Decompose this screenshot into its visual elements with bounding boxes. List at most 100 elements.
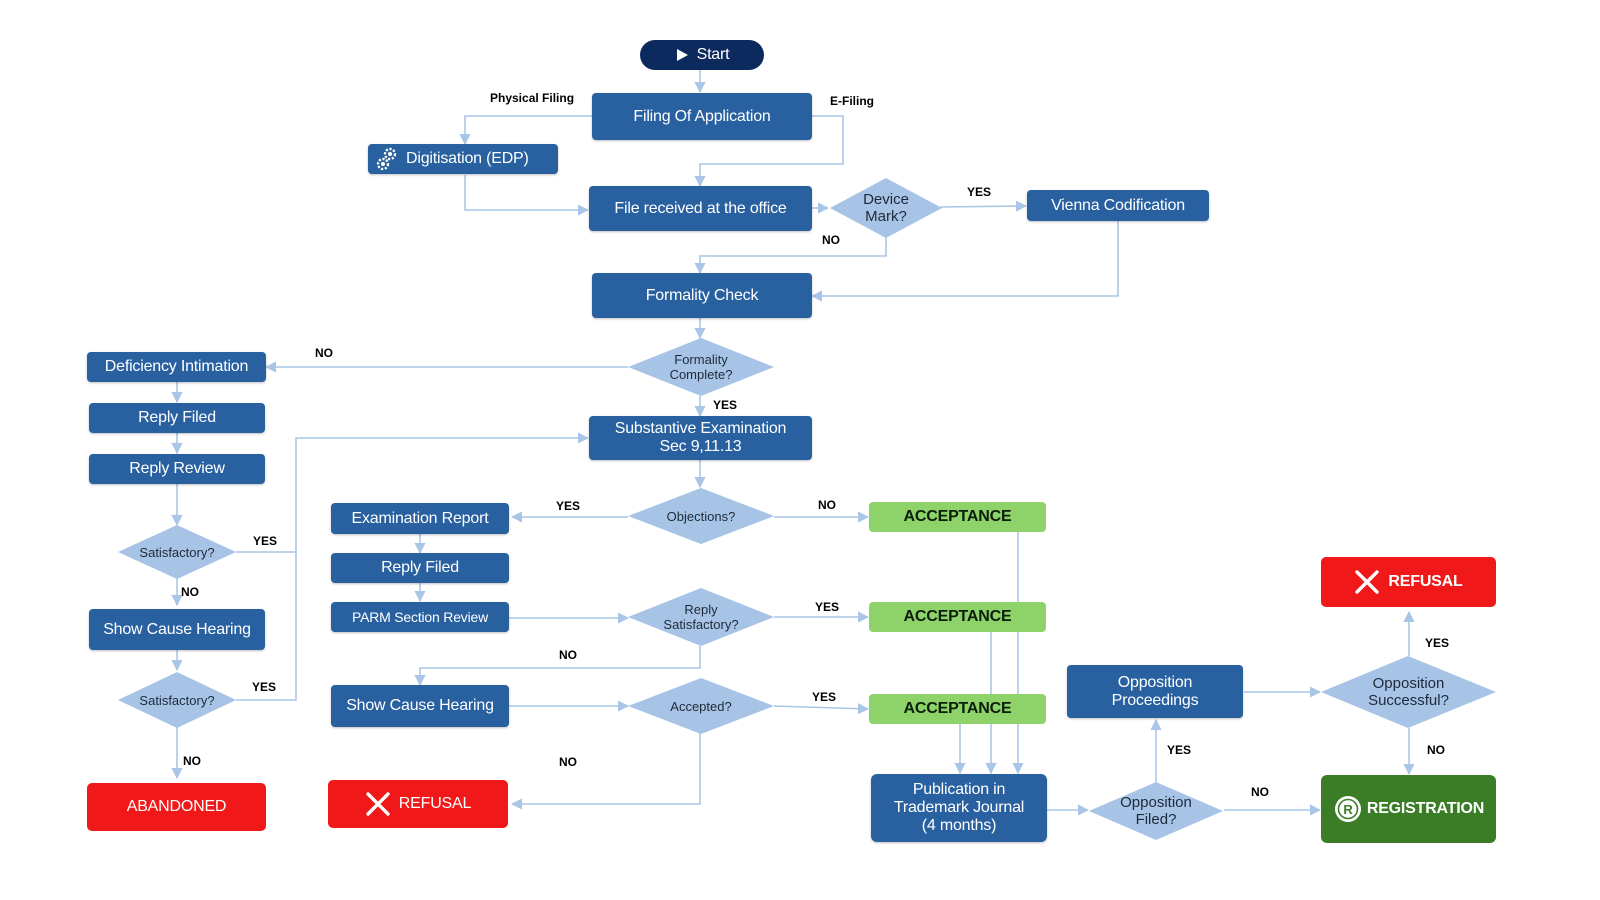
refusal-right-node[interactable]: REFUSAL (1321, 557, 1496, 607)
e-filing-label: E-Filing (830, 94, 874, 108)
objections-no-label: NO (818, 498, 836, 512)
opposition-filed-decision[interactable]: Opposition Filed? (1089, 782, 1223, 840)
edge-device-formality (694, 235, 887, 275)
reply-filed-mid-label: Reply Filed (381, 559, 459, 576)
parm-section-review-node[interactable]: PARM Section Review (331, 602, 509, 632)
opp-filed-no-label: NO (1251, 785, 1269, 799)
acceptance-1-label: ACCEPTANCE (903, 508, 1012, 525)
edge-digitisation-file-received (464, 175, 590, 216)
abandoned-label: ABANDONED (126, 798, 227, 815)
file-received-node[interactable]: File received at the office (589, 186, 812, 231)
accepted-yes-label: YES (812, 690, 837, 704)
satisfactory-1-decision[interactable]: Satisfactory? (118, 525, 236, 579)
accepted-decision[interactable]: Accepted? (628, 678, 774, 734)
exam-report-label: Examination Report (351, 509, 489, 527)
registration-label: REGISTRATION (1366, 800, 1485, 817)
digitisation-label: Digitisation (EDP) (406, 150, 529, 167)
vienna-label: Vienna Codification (1051, 196, 1185, 214)
sat1-no-label: NO (181, 585, 199, 599)
satisfactory-2-label: Satisfactory? (139, 692, 215, 708)
edge-device-vienna (939, 200, 1028, 212)
opposition-successful-decision[interactable]: Opposition Successful? (1321, 656, 1496, 728)
objections-label: Objections? (666, 508, 736, 524)
reply-filed-left-label: Reply Filed (138, 409, 216, 426)
publication-label-line1: Publication in (912, 781, 1006, 798)
publication-label-line2: Trademark Journal (893, 799, 1025, 816)
deficiency-intimation-node[interactable]: Deficiency Intimation (87, 352, 266, 382)
opposition-filed-label: Opposition Filed? (1120, 794, 1192, 828)
formality-complete-label: Formality Complete? (669, 352, 733, 382)
edge-sat1-substantive (236, 432, 590, 553)
device-mark-label: Device Mark? (863, 191, 909, 225)
filing-label: Filing Of Application (633, 107, 771, 125)
show-cause-mid-label: Show Cause Hearing (346, 697, 494, 714)
acceptance-2-label: ACCEPTANCE (903, 608, 1012, 625)
gears-icon (376, 147, 398, 171)
file-received-label: File received at the office (614, 199, 787, 217)
opposition-proceedings-node[interactable]: Opposition Proceedings (1067, 665, 1243, 718)
satisfactory-1-label: Satisfactory? (139, 544, 215, 560)
opp-filed-yes-label: YES (1167, 743, 1192, 757)
reply-filed-left-node[interactable]: Reply Filed (89, 403, 265, 433)
device-no-label: NO (822, 233, 840, 247)
accepted-no-label: NO (559, 755, 577, 769)
digitisation-node[interactable]: Digitisation (EDP) (368, 144, 558, 174)
refusal-mid-node[interactable]: REFUSAL (328, 780, 508, 828)
opposition-successful-label: Opposition Successful? (1368, 675, 1449, 709)
formality-check-label: Formality Check (645, 286, 759, 304)
sat2-yes-label: YES (252, 680, 277, 694)
edge-sat2-substantive (236, 552, 297, 701)
device-yes-label: YES (967, 185, 992, 199)
x-icon (365, 791, 391, 817)
satisfactory-2-decision[interactable]: Satisfactory? (118, 672, 236, 728)
opp-success-no-label: NO (1427, 743, 1445, 757)
reply-satisfactory-label: Reply Satisfactory? (663, 602, 739, 632)
play-icon (675, 48, 689, 62)
substantive-label-line2: Sec 9,11.13 (659, 438, 742, 455)
opp-success-yes-label: YES (1425, 636, 1450, 650)
acceptance-3-label: ACCEPTANCE (903, 700, 1012, 717)
formality-complete-decision[interactable]: Formality Complete? (628, 338, 774, 396)
svg-text:R: R (1343, 802, 1353, 817)
deficiency-label: Deficiency Intimation (104, 358, 249, 375)
physical-filing-label: Physical Filing (490, 91, 575, 105)
reply-satisfactory-decision[interactable]: Reply Satisfactory? (628, 588, 774, 646)
formality-yes-label: YES (713, 398, 738, 412)
show-cause-mid-node[interactable]: Show Cause Hearing (331, 685, 509, 727)
sat1-yes-label: YES (253, 534, 278, 548)
reply-review-node[interactable]: Reply Review (89, 454, 265, 484)
start-node[interactable]: Start (640, 40, 764, 70)
registered-icon: R (1333, 794, 1363, 824)
acceptance-1-node[interactable]: ACCEPTANCE (869, 502, 1046, 532)
abandoned-node[interactable]: ABANDONED (87, 783, 266, 831)
sat2-no-label: NO (183, 754, 201, 768)
edge-replysat-showcause (414, 646, 701, 687)
objections-decision[interactable]: Objections? (628, 488, 774, 544)
examination-report-node[interactable]: Examination Report (331, 503, 509, 534)
refusal-mid-label: REFUSAL (398, 795, 472, 812)
accepted-label: Accepted? (670, 698, 732, 714)
device-mark-decision[interactable]: Device Mark? (830, 178, 942, 238)
show-cause-left-node[interactable]: Show Cause Hearing (89, 609, 265, 650)
formality-no-label: NO (315, 346, 333, 360)
edge-filing-file-received (694, 115, 844, 188)
acceptance-2-node[interactable]: ACCEPTANCE (869, 602, 1046, 632)
substantive-examination-node[interactable]: Substantive Examination Sec 9,11.13 (589, 416, 812, 460)
acceptance-3-node[interactable]: ACCEPTANCE (869, 694, 1046, 724)
filing-of-application-node[interactable]: Filing Of Application (592, 93, 812, 140)
reply-sat-yes-label: YES (815, 600, 840, 614)
reply-review-label: Reply Review (129, 460, 225, 477)
publication-node[interactable]: Publication in Trademark Journal (4 mont… (871, 774, 1047, 842)
substantive-label-line1: Substantive Examination (614, 420, 787, 437)
start-label: Start (696, 46, 730, 63)
reply-filed-mid-node[interactable]: Reply Filed (331, 553, 509, 583)
publication-label-line3: (4 months) (921, 817, 997, 834)
formality-check-node[interactable]: Formality Check (592, 273, 812, 318)
registration-node[interactable]: R REGISTRATION (1321, 775, 1496, 843)
show-cause-left-label: Show Cause Hearing (103, 620, 251, 638)
vienna-codification-node[interactable]: Vienna Codification (1027, 190, 1209, 221)
reply-sat-no-label: NO (559, 648, 577, 662)
edge-accepted-acceptance (773, 703, 870, 715)
parm-review-label: PARM Section Review (352, 609, 488, 625)
opposition-proceedings-label: Opposition Proceedings (1111, 673, 1199, 709)
